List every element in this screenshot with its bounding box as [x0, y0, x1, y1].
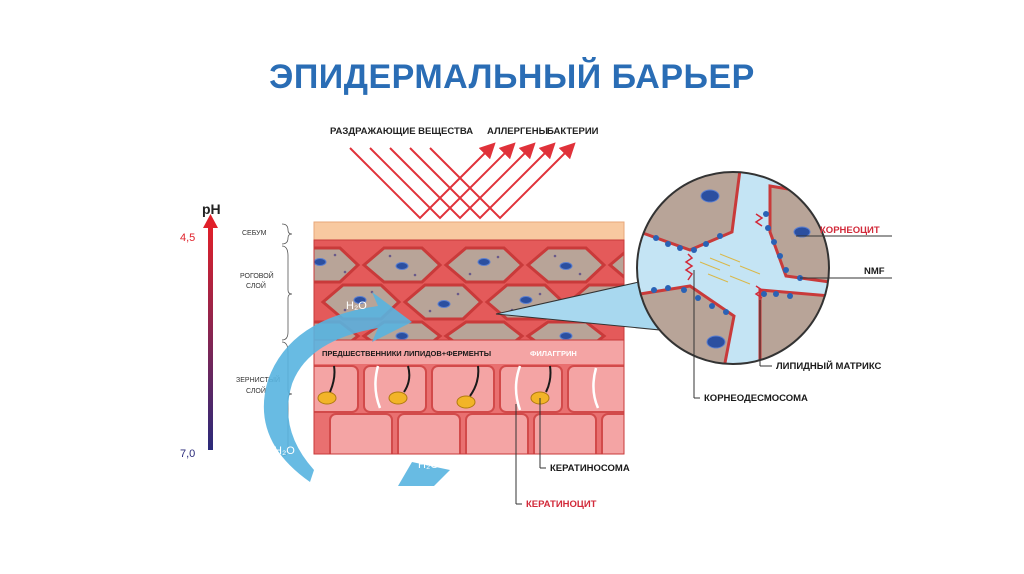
irritants-label: РАЗДРАЖАЮЩИЕ ВЕЩЕСТВА	[330, 126, 473, 137]
stratum-granulosum	[314, 340, 624, 454]
sebum-brace	[281, 223, 293, 245]
ph-gradient-bar	[208, 226, 213, 450]
sebum-label: СЕБУМ	[242, 230, 267, 237]
keratinocyte-label: КЕРАТИНОЦИТ	[526, 499, 597, 510]
ph-bottom-value: 7,0	[180, 448, 195, 460]
lipid-precursors-label: ПРЕДШЕСТВЕННИКИ ЛИПИДОВ+ФЕРМЕНТЫ	[322, 349, 491, 358]
corneum-brace	[281, 245, 293, 341]
h2o-label-1: H₂O	[346, 300, 367, 312]
corneum-label-2: СЛОЙ	[246, 281, 266, 290]
callout-lines	[515, 235, 892, 505]
keratinosome-label: КЕРАТИНОСОМА	[550, 463, 630, 474]
reflecting-arrows	[349, 142, 576, 220]
lipid-matrix-label: ЛИПИДНЫЙ МАТРИКС	[776, 360, 881, 372]
filaggrin-label: ФИЛАГГРИН	[530, 349, 577, 358]
h2o-label-3: H₂O	[418, 459, 439, 471]
granular-label-2: СЛОЙ	[246, 386, 266, 395]
granular-label-1: ЗЕРНИСТЫЙ	[236, 375, 280, 384]
ph-top-value: 4,5	[180, 232, 195, 244]
h2o-label-2: H₂O	[274, 445, 295, 457]
nmf-label: NMF	[864, 266, 885, 277]
magnifier-circle	[636, 171, 830, 365]
allergens-label: АЛЛЕРГЕНЫ	[487, 126, 548, 137]
ph-label: pH	[202, 201, 221, 217]
corneocyte-label: КОРНЕОЦИТ	[820, 225, 880, 236]
bacteria-label: БАКТЕРИИ	[547, 126, 599, 137]
sebum-layer	[313, 221, 625, 243]
corneum-label-1: РОГОВОЙ	[240, 271, 274, 280]
ph-arrow-head	[203, 214, 218, 228]
corneodesmosome-label: КОРНЕОДЕСМОСОМА	[704, 393, 808, 404]
page-title: ЭПИДЕРМАЛЬНЫЙ БАРЬЕР	[269, 58, 755, 96]
water-flow-arrows	[263, 292, 450, 486]
